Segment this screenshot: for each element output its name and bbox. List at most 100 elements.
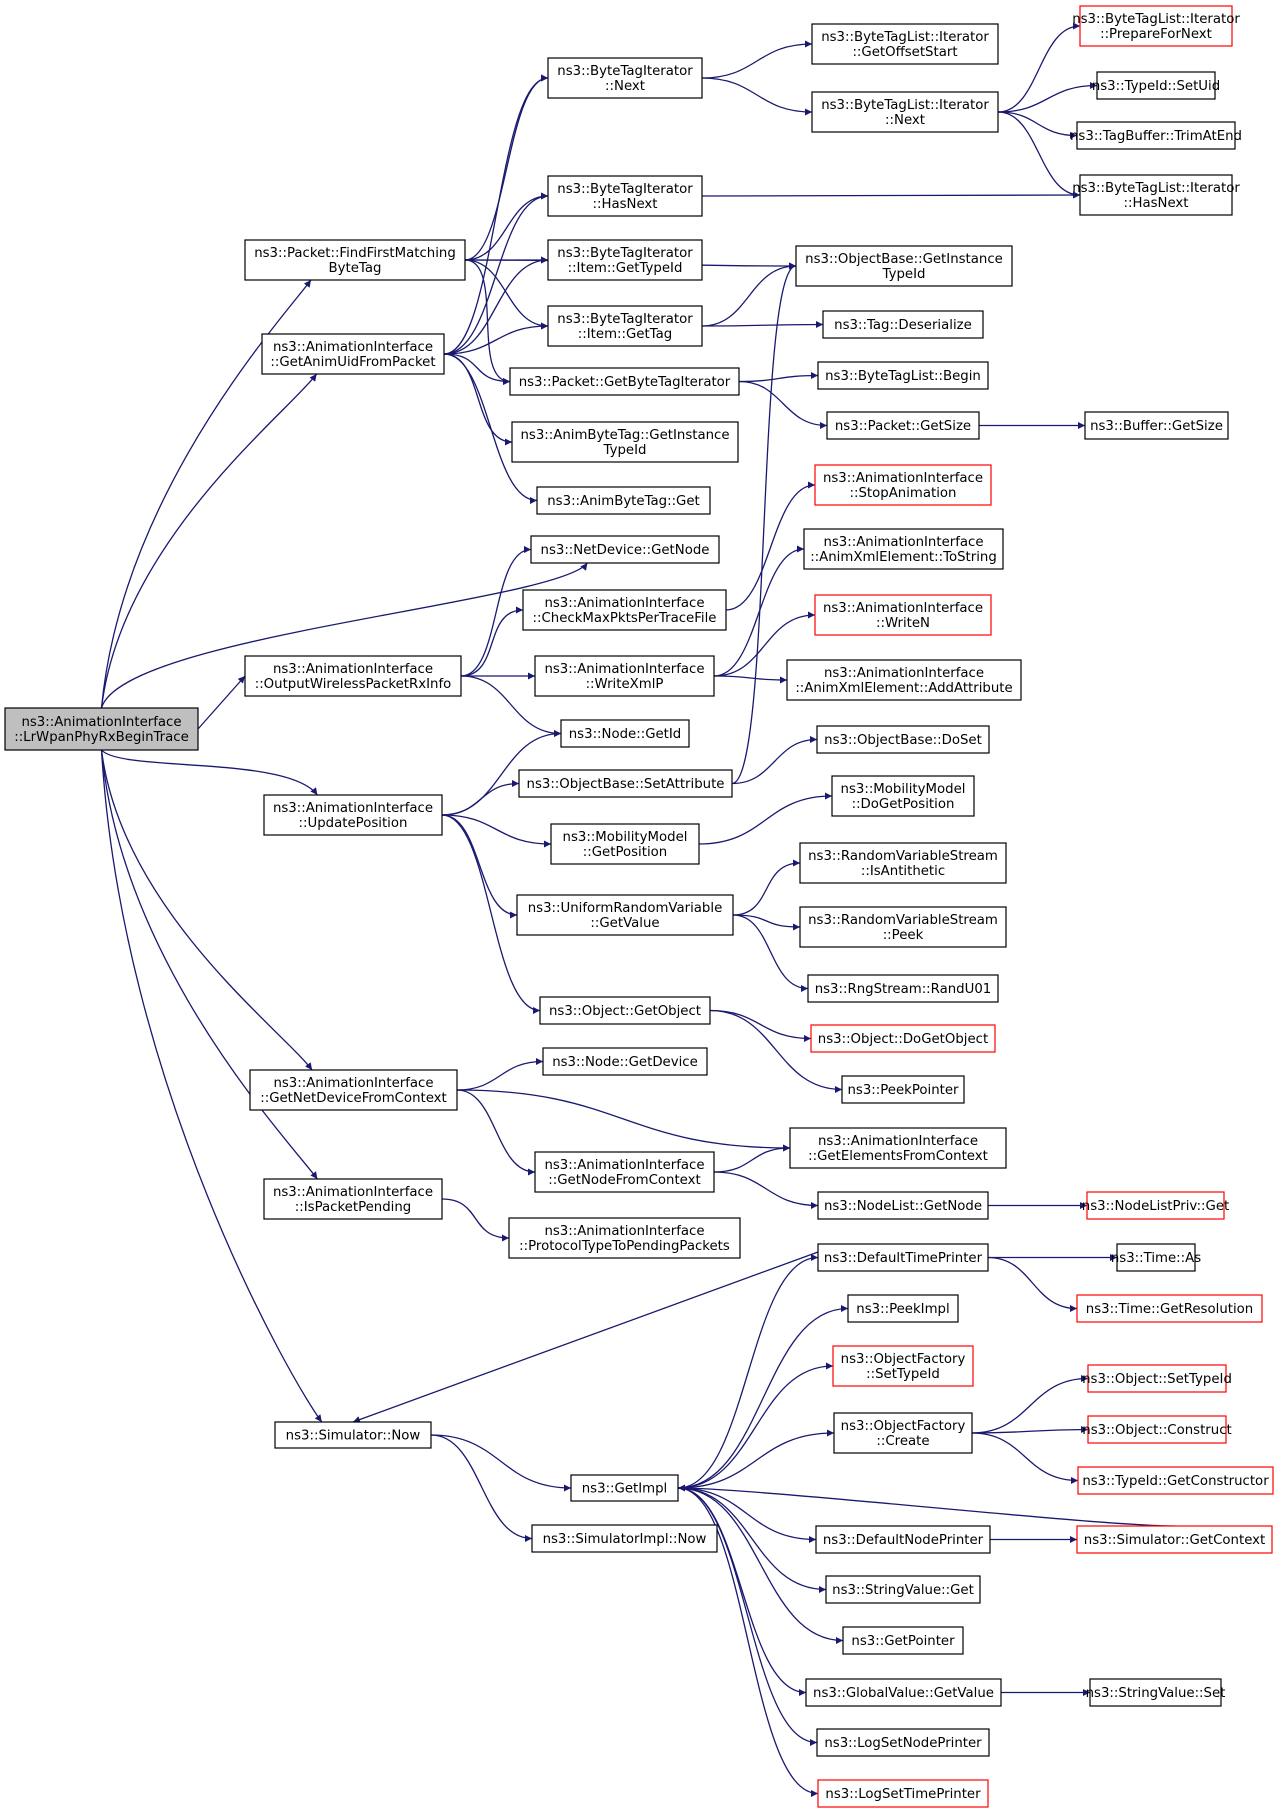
node-lsnp[interactable]: ns3::LogSetNodePrinter bbox=[816, 1728, 990, 1757]
node-gvgv[interactable]: ns3::GlobalValue::GetValue bbox=[805, 1678, 1002, 1707]
node-box[interactable] bbox=[1076, 1294, 1263, 1323]
node-box[interactable] bbox=[570, 1474, 679, 1502]
node-box[interactable] bbox=[534, 655, 715, 697]
node-pgs[interactable]: ns3::Packet::GetSize bbox=[826, 411, 980, 440]
node-box[interactable] bbox=[516, 894, 734, 936]
node-ofc[interactable]: ns3::ObjectFactory::Create bbox=[833, 1412, 973, 1454]
node-simnow[interactable]: ns3::Simulator::Now bbox=[274, 1421, 432, 1449]
node-box[interactable] bbox=[814, 594, 992, 636]
node-aiwn[interactable]: ns3::AnimationInterface::WriteN bbox=[814, 594, 992, 636]
node-box[interactable] bbox=[539, 996, 711, 1025]
node-lstp[interactable]: ns3::LogSetTimePrinter bbox=[817, 1779, 989, 1808]
node-box[interactable] bbox=[547, 305, 703, 347]
node-box[interactable] bbox=[832, 1345, 974, 1387]
node-gnfc[interactable]: ns3::AnimationInterface::GetNodeFromCont… bbox=[534, 1151, 715, 1193]
node-box[interactable] bbox=[261, 333, 445, 375]
node-btlin[interactable]: ns3::ByteTagList::Iterator::Next bbox=[811, 91, 999, 133]
node-ndgn[interactable]: ns3::NetDevice::GetNode bbox=[530, 535, 720, 564]
node-btlihn[interactable]: ns3::ByteTagList::Iterator::HasNext bbox=[1072, 174, 1240, 216]
node-box[interactable] bbox=[789, 1127, 1007, 1169]
node-btin[interactable]: ns3::ByteTagIterator::Next bbox=[547, 57, 703, 99]
node-rvsia[interactable]: ns3::RandomVariableStream::IsAntithetic bbox=[799, 842, 1007, 884]
node-pp[interactable]: ns3::PeekPointer bbox=[841, 1075, 965, 1104]
node-box[interactable] bbox=[547, 239, 703, 281]
node-tas[interactable]: ns3::Time::As bbox=[1111, 1243, 1201, 1272]
node-box[interactable] bbox=[1096, 71, 1216, 100]
node-sgc[interactable]: ns3::Simulator::GetContext bbox=[1076, 1525, 1273, 1554]
node-box[interactable] bbox=[1089, 1678, 1222, 1707]
node-btigti[interactable]: ns3::ByteTagIterator::Item::GetTypeId bbox=[547, 239, 703, 281]
node-pimpl[interactable]: ns3::PeekImpl bbox=[847, 1294, 959, 1323]
node-box[interactable] bbox=[531, 1524, 718, 1553]
node-ngid[interactable]: ns3::Node::GetId bbox=[560, 719, 690, 748]
node-box[interactable] bbox=[805, 1678, 1002, 1707]
node-box[interactable] bbox=[509, 367, 740, 396]
node-box[interactable] bbox=[518, 769, 733, 798]
node-tgr[interactable]: ns3::Time::GetResolution bbox=[1076, 1294, 1263, 1323]
node-tagdes[interactable]: ns3::Tag::Deserialize bbox=[822, 310, 984, 339]
node-box[interactable] bbox=[1079, 174, 1233, 216]
node-ofst[interactable]: ns3::ObjectFactory::SetTypeId bbox=[832, 1345, 974, 1387]
node-mmgp[interactable]: ns3::MobilityModel::GetPosition bbox=[550, 823, 700, 865]
node-urvgv[interactable]: ns3::UniformRandomVariable::GetValue bbox=[516, 894, 734, 936]
node-ocon[interactable]: ns3::Object::Construct bbox=[1082, 1415, 1232, 1444]
node-box[interactable] bbox=[263, 794, 443, 836]
node-box[interactable] bbox=[817, 1191, 989, 1220]
node-box[interactable] bbox=[1076, 1525, 1273, 1554]
node-box[interactable] bbox=[274, 1421, 432, 1449]
node-dtp[interactable]: ns3::DefaultTimePrinter bbox=[817, 1243, 989, 1272]
node-box[interactable] bbox=[799, 906, 1007, 948]
node-box[interactable] bbox=[822, 310, 984, 339]
node-box[interactable] bbox=[814, 464, 992, 506]
node-gauid[interactable]: ns3::AnimationInterface::GetAnimUidFromP… bbox=[261, 333, 445, 375]
node-pgbti[interactable]: ns3::Packet::GetByteTagIterator bbox=[509, 367, 740, 396]
node-box[interactable] bbox=[4, 707, 199, 751]
node-box[interactable] bbox=[1086, 1191, 1225, 1220]
node-box[interactable] bbox=[1087, 1364, 1227, 1393]
node-box[interactable] bbox=[841, 1075, 965, 1104]
node-btigt[interactable]: ns3::ByteTagIterator::Item::GetTag bbox=[547, 305, 703, 347]
node-owpri[interactable]: ns3::AnimationInterface::OutputWirelessP… bbox=[244, 655, 462, 697]
node-box[interactable] bbox=[263, 1178, 443, 1220]
node-obds[interactable]: ns3::ObjectBase::DoSet bbox=[816, 725, 990, 754]
node-box[interactable] bbox=[842, 1626, 964, 1655]
node-gndfc[interactable]: ns3::AnimationInterface::GetNetDeviceFro… bbox=[249, 1069, 458, 1111]
node-obsa[interactable]: ns3::ObjectBase::SetAttribute bbox=[518, 769, 733, 798]
node-tigc[interactable]: ns3::TypeId::GetConstructor bbox=[1077, 1466, 1274, 1495]
node-box[interactable] bbox=[536, 486, 711, 515]
node-mmdgp[interactable]: ns3::MobilityModel::DoGetPosition bbox=[831, 775, 975, 817]
node-abtg[interactable]: ns3::AnimByteTag::Get bbox=[536, 486, 711, 515]
node-aisa[interactable]: ns3::AnimationInterface::StopAnimation bbox=[814, 464, 992, 506]
node-gptr[interactable]: ns3::GetPointer bbox=[842, 1626, 964, 1655]
node-box[interactable] bbox=[249, 1069, 458, 1111]
node-updpos[interactable]: ns3::AnimationInterface::UpdatePosition bbox=[263, 794, 443, 836]
node-box[interactable] bbox=[826, 411, 980, 440]
node-box[interactable] bbox=[511, 421, 739, 463]
node-bthn[interactable]: ns3::ByteTagIterator::HasNext bbox=[547, 175, 703, 217]
node-box[interactable] bbox=[550, 823, 700, 865]
node-odgo[interactable]: ns3::Object::DoGetObject bbox=[810, 1024, 996, 1053]
node-box[interactable] bbox=[817, 361, 989, 390]
node-box[interactable] bbox=[847, 1294, 959, 1323]
node-btlgos[interactable]: ns3::ByteTagList::Iterator::GetOffsetSta… bbox=[811, 23, 999, 65]
node-box[interactable] bbox=[786, 659, 1022, 701]
node-svs[interactable]: ns3::StringValue::Set bbox=[1086, 1678, 1226, 1707]
node-box[interactable] bbox=[810, 1024, 996, 1053]
node-osti[interactable]: ns3::Object::SetTypeId bbox=[1082, 1364, 1232, 1393]
node-box[interactable] bbox=[817, 1243, 989, 1272]
node-box[interactable] bbox=[799, 842, 1007, 884]
node-axeaa[interactable]: ns3::AnimationInterface::AnimXmlElement:… bbox=[786, 659, 1022, 701]
node-box[interactable] bbox=[803, 528, 1004, 570]
node-box[interactable] bbox=[530, 535, 720, 564]
node-aigefc[interactable]: ns3::AnimationInterface::GetElementsFrom… bbox=[789, 1127, 1007, 1169]
node-gimpl[interactable]: ns3::GetImpl bbox=[570, 1474, 679, 1502]
node-rvsp[interactable]: ns3::RandomVariableStream::Peek bbox=[799, 906, 1007, 948]
node-box[interactable] bbox=[831, 775, 975, 817]
node-box[interactable] bbox=[817, 1779, 989, 1808]
node-box[interactable] bbox=[825, 1575, 981, 1604]
node-box[interactable] bbox=[1077, 1466, 1274, 1495]
node-box[interactable] bbox=[795, 245, 1013, 287]
node-box[interactable] bbox=[244, 655, 462, 697]
